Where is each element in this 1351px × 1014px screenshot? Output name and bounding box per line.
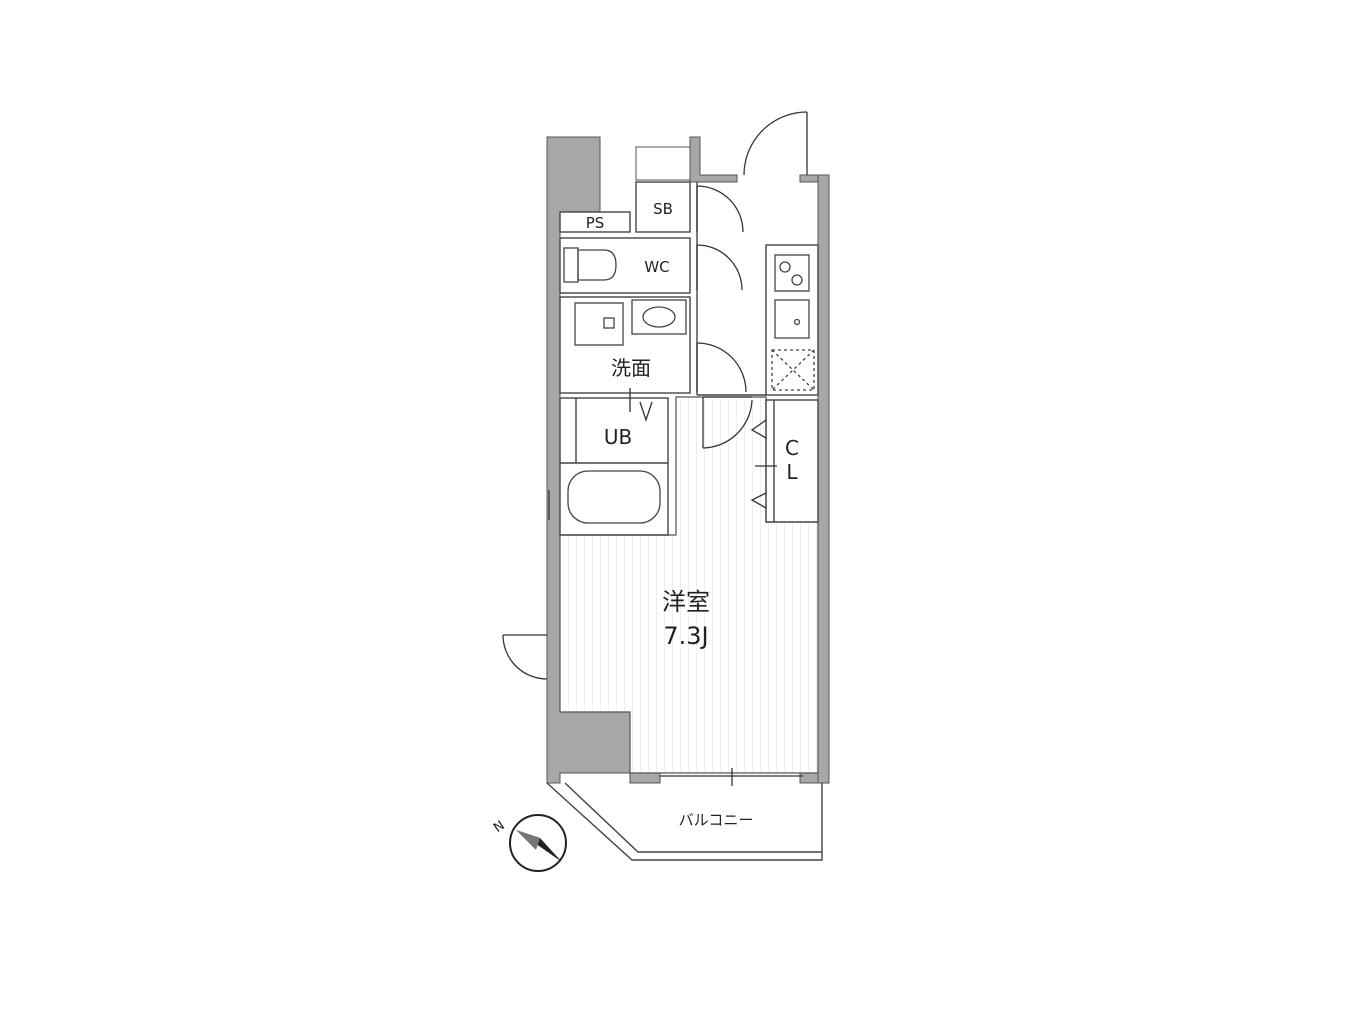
kitchen-counter: [765, 244, 819, 396]
sb-door-icon: [696, 185, 744, 233]
compass-n-label: N: [491, 818, 508, 836]
entrance-door-icon: [743, 111, 808, 176]
bathtub-icon: [567, 470, 661, 524]
closet-doors-icon: [750, 419, 777, 509]
toilet-icon: [563, 247, 617, 283]
unit-bath-label: UB: [604, 425, 632, 449]
sb-label: SB: [653, 200, 673, 218]
washbasin-icon: [631, 299, 687, 335]
ub-door-icon: [629, 388, 653, 423]
sb-box: [635, 181, 691, 233]
balcony-area: [546, 782, 823, 861]
washroom-door-icon: [696, 342, 747, 393]
kitchen-sink-icon: [774, 299, 810, 339]
washroom-label: 洗面: [611, 356, 651, 380]
ps-box: [559, 211, 631, 233]
wc-label: WC: [644, 258, 669, 276]
western-room-size: 7.3J: [663, 622, 708, 650]
room-door-icon: [702, 396, 753, 449]
wc-door-icon: [696, 244, 743, 291]
compass-icon: [509, 814, 567, 872]
closet-label-line2: L: [786, 460, 798, 484]
fridge-space-icon: [771, 349, 815, 391]
unit-bath-room: [559, 397, 669, 536]
closet-label-line1: C: [785, 436, 799, 460]
western-room-label: 洋室: [662, 588, 710, 616]
wc-room: [559, 237, 691, 294]
balcony-label: バルコニー: [679, 811, 754, 829]
closet-room: [765, 399, 819, 523]
washroom-room: [559, 296, 691, 394]
stove-icon: [774, 254, 810, 292]
washing-machine-icon: [574, 302, 624, 346]
side-door-icon: [502, 634, 548, 680]
ps-label: PS: [586, 214, 605, 232]
